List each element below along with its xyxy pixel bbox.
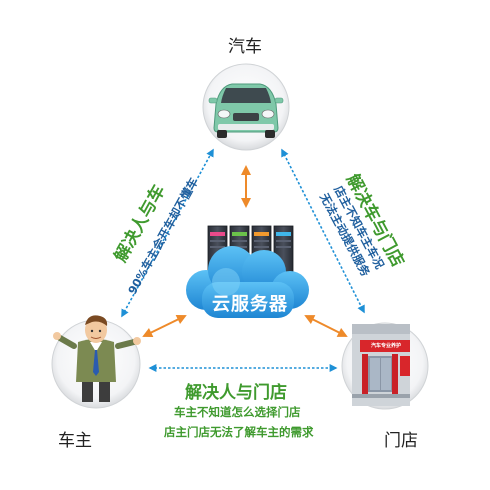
storefront-icon — [352, 324, 410, 406]
connector-car-store — [281, 148, 365, 314]
store-label: 门店 — [384, 431, 418, 451]
cloud-server — [186, 225, 309, 318]
store-sign-text: 汽车专业养护 — [371, 343, 402, 349]
edge-owner-store-detail-1: 车主不知道怎么选择门店 — [174, 405, 301, 419]
cloud-icon — [186, 246, 309, 318]
edge-owner-store-detail-2: 店主门店无法了解车主的需求 — [164, 425, 314, 439]
connector-cloud-store — [304, 315, 348, 337]
connector-owner-car — [121, 148, 214, 318]
cloud-label: 云服务器 — [212, 294, 288, 315]
businessman-icon — [53, 315, 141, 402]
car-icon — [208, 83, 284, 138]
owner-node — [51, 315, 141, 409]
connector-cloud-owner — [142, 315, 187, 337]
car-label: 汽车 — [228, 37, 262, 57]
store-node — [341, 322, 429, 410]
car-node — [202, 63, 290, 151]
edge-owner-store-heading: 解决人与门店 — [185, 383, 287, 403]
owner-label: 车主 — [58, 431, 92, 451]
